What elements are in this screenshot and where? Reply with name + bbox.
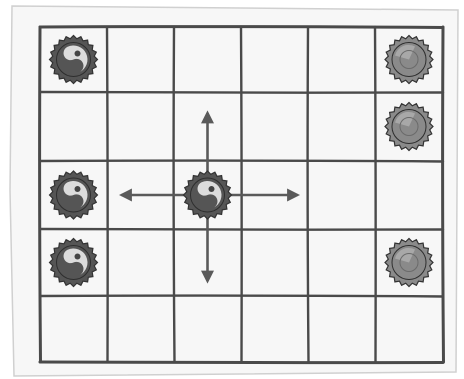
board-cell[interactable] [107,27,174,92]
board-cell[interactable] [308,161,375,229]
piece-swirl-dot [75,186,81,192]
board-cell[interactable] [241,92,308,161]
board-cell[interactable] [241,229,308,296]
board-cell[interactable] [308,92,375,161]
board-cell[interactable] [241,27,308,92]
board-cell[interactable] [308,229,375,296]
board-cell[interactable] [174,296,241,362]
board-cell[interactable] [107,229,174,296]
board-cell[interactable] [107,296,174,362]
piece-swirl-dot [209,186,215,192]
piece-swirl-dot [75,51,81,57]
board-cell[interactable] [40,92,107,161]
board-cell[interactable] [308,27,375,92]
board-cell[interactable] [174,27,241,92]
board-cell[interactable] [375,161,443,229]
board-cell[interactable] [107,92,174,161]
board-cell[interactable] [308,296,375,362]
piece-swirl-dot [75,254,81,260]
board-cell[interactable] [241,296,308,362]
board-cell[interactable] [375,296,443,362]
board-cell[interactable] [40,296,107,362]
